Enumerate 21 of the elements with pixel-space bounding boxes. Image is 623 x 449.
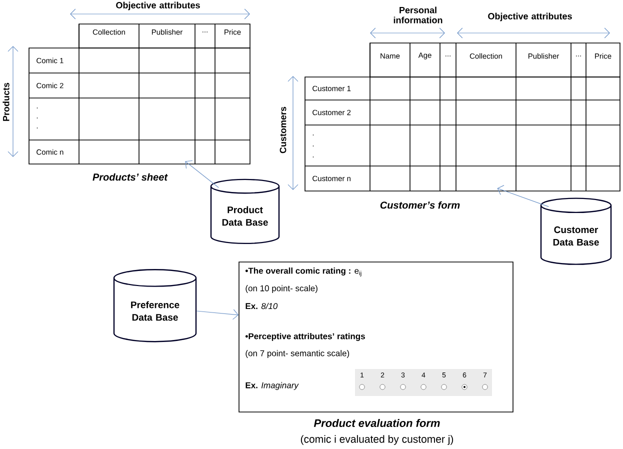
form-text: Ex. 8/10 (246, 302, 278, 310)
database-cylinder: Product Data Base (210, 178, 280, 244)
arrow (497, 185, 549, 207)
axis-label: Customers (280, 106, 286, 154)
form-text: (on 7 point- semantic scale) (246, 350, 350, 358)
form-text: Ex. Imaginary (246, 382, 299, 390)
table-caption: Products’ sheet (92, 173, 168, 181)
table-caption: Customer’s form (380, 201, 460, 209)
axis-label: Products (2, 82, 10, 121)
arrow (196, 309, 239, 320)
form-caption: (comic i evaluated by customer j) (300, 435, 454, 445)
form-text: •The overall comic rating : e$_{ij}$ (245, 268, 362, 276)
axis-label: Personal information (394, 6, 442, 24)
form-text: •Perceptive attributes’ ratings (245, 333, 365, 341)
form-caption: Product evaluation form (314, 418, 440, 428)
database-cylinder: Preference Data Base (113, 269, 197, 342)
axis-label: Objective attributes (488, 12, 572, 22)
database-cylinder: Customer Data Base (540, 198, 612, 265)
arrow (185, 160, 219, 188)
form-text: (on 10 point- scale) (246, 285, 318, 293)
axis-label: Objective attributes (116, 2, 200, 10)
